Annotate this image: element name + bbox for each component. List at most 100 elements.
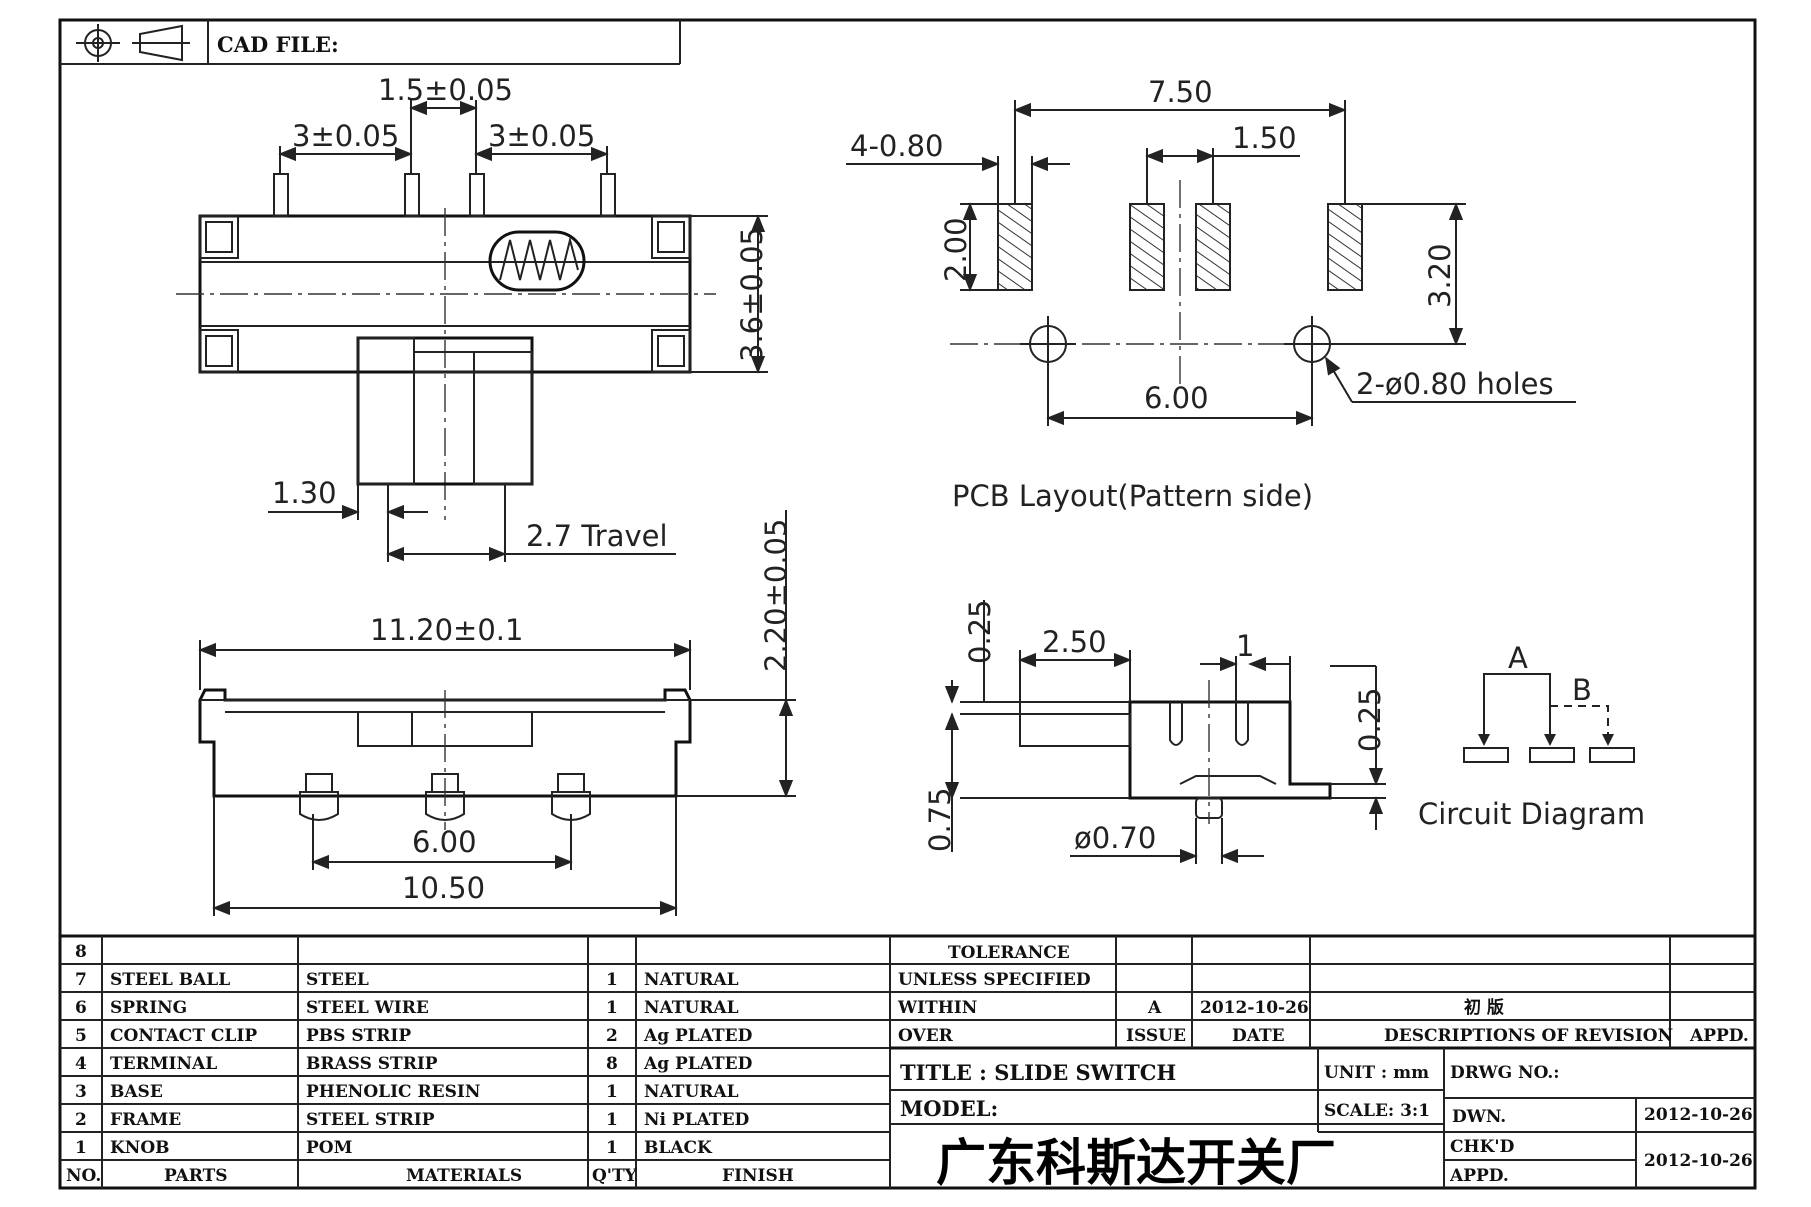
row2-material: STEEL STRIP [306,1110,435,1130]
row6-finish: NATURAL [644,998,739,1018]
title-block: TOLERANCE UNLESS SPECIFIED WITHIN OVER A… [890,936,1755,1192]
pcb-layout: 7.50 4-0.80 1.50 2.00 3.20 6.00 2-ø0.80 … [846,75,1576,513]
row2-qty: 1 [606,1110,618,1130]
row6-part: SPRING [110,998,187,1018]
revision-description: 初 版 [1464,997,1504,1018]
row6-qty: 1 [606,998,618,1018]
row3-material: PHENOLIC RESIN [306,1082,480,1102]
row1-material: POM [306,1138,353,1158]
issue-label: ISSUE [1126,1026,1186,1046]
row7-no: 7 [75,970,87,990]
row5-part: CONTACT CLIP [110,1026,257,1046]
dim-knob-width: 1.30 [272,476,337,510]
dim-side-post-diameter: ø0.70 [1074,821,1156,855]
circuit-label-a: A [1508,641,1528,675]
cad-file-label: CAD FILE: [217,32,339,57]
dim-total-height: 2.20±0.05 [759,519,793,672]
dim-base-length: 10.50 [402,871,485,905]
dim-side-knob-gap: 1 [1236,629,1254,663]
top-view: 1.5±0.05 3±0.05 3±0.05 3.6±0.05 1.30 2.7… [176,73,769,562]
row6-no: 6 [75,998,87,1018]
dim-overall-length: 11.20±0.1 [370,613,523,647]
dim-side-knob-length: 2.50 [1042,625,1107,659]
dim-pin-center-gap: 1.5±0.05 [378,73,513,107]
tolerance-within: WITHIN [897,998,977,1018]
header-qty: Q'TY [592,1166,638,1186]
scale-label: SCALE: 3:1 [1324,1101,1430,1121]
chkd-date: 2012-10-26 [1644,1151,1753,1171]
dim-row-height: 3.20 [1423,243,1457,308]
revision-date: 2012-10-26 [1200,998,1309,1018]
dim-pad-height: 2.00 [939,217,973,282]
row3-part: BASE [110,1082,163,1102]
parts-table: 8 7 STEEL BALL STEEL 1 NATURAL 6 SPRING … [60,934,1755,1188]
tolerance-line2: UNLESS SPECIFIED [898,970,1091,990]
descriptions-label: DESCRIPTIONS OF REVISION [1384,1026,1673,1046]
header-no: NO. [66,1166,101,1186]
row7-qty: 1 [606,970,618,990]
chkd-label: CHK'D [1450,1137,1515,1157]
dim-pin-spacing: 6.00 [412,825,477,859]
row3-qty: 1 [606,1082,618,1102]
front-view: 11.20±0.1 2.20±0.05 6.00 10.50 [198,510,796,916]
unit-label: UNIT : mm [1324,1063,1429,1083]
dim-side-top-thickness: 0.25 [963,599,997,664]
model-label: MODEL: [900,1096,998,1121]
row5-no: 5 [75,1026,87,1046]
row1-finish: BLACK [644,1138,713,1158]
dim-pin-right-spacing: 3±0.05 [488,119,595,153]
row7-material: STEEL [306,970,369,990]
row2-finish: Ni PLATED [644,1110,750,1130]
row7-finish: NATURAL [644,970,739,990]
row4-qty: 8 [606,1054,618,1074]
tolerance-over: OVER [898,1026,954,1046]
dim-hole-spacing: 6.00 [1144,381,1209,415]
drwg-no-label: DRWG NO.: [1450,1063,1560,1083]
dim-pin-left-spacing: 3±0.05 [292,119,399,153]
circuit-caption: Circuit Diagram [1418,797,1645,831]
header-strip: CAD FILE: [60,20,681,65]
row4-no: 4 [75,1054,87,1074]
dwn-label: DWN. [1452,1107,1506,1127]
row5-material: PBS STRIP [306,1026,411,1046]
row2-part: FRAME [110,1110,181,1130]
row6-material: STEEL WIRE [306,998,429,1018]
revision-issue: A [1147,998,1162,1018]
row3-no: 3 [75,1082,87,1102]
dim-travel: 2.7 Travel [526,519,668,553]
dim-side-right-thickness: 0.25 [1353,687,1387,752]
dim-side-base-thickness: 0.75 [923,787,957,852]
row1-no: 1 [75,1138,87,1158]
row7-part: STEEL BALL [110,970,230,990]
row2-no: 2 [75,1110,87,1130]
dim-body-height: 3.6±0.05 [735,227,769,362]
row1-part: KNOB [110,1138,170,1158]
appd-label: APPD. [1689,1026,1749,1046]
dim-pad-pitch: 1.50 [1232,121,1297,155]
dwn-date: 2012-10-26 [1644,1105,1753,1125]
row5-qty: 2 [606,1026,618,1046]
row5-finish: Ag PLATED [643,1026,753,1046]
circuit-diagram: A B Circuit Diagram [1418,641,1645,831]
dim-pcb-total-width: 7.50 [1148,75,1213,109]
side-view: 0.25 2.50 1 0.25 0.75 ø0.70 [923,599,1387,864]
row3-finish: NATURAL [644,1082,739,1102]
circuit-label-b: B [1572,673,1592,707]
row4-finish: Ag PLATED [643,1054,753,1074]
pcb-holes-note: 2-ø0.80 holes [1356,367,1554,401]
sheet-border [58,18,1757,1190]
date-label: DATE [1232,1026,1285,1046]
pcb-layout-caption: PCB Layout(Pattern side) [952,479,1313,513]
drawing-title: TITLE : SLIDE SWITCH [900,1060,1176,1085]
tolerance-line1: TOLERANCE [948,943,1070,963]
appd2-label: APPD. [1449,1166,1509,1186]
company-name: 广东科斯达开关厂 [936,1134,1336,1192]
row1-qty: 1 [606,1138,618,1158]
row4-material: BRASS STRIP [306,1054,438,1074]
dim-pad-width: 4-0.80 [850,129,944,163]
row4-part: TERMINAL [110,1054,217,1074]
header-materials: MATERIALS [406,1166,522,1186]
header-parts: PARTS [164,1166,228,1186]
header-finish: FINISH [722,1166,794,1186]
